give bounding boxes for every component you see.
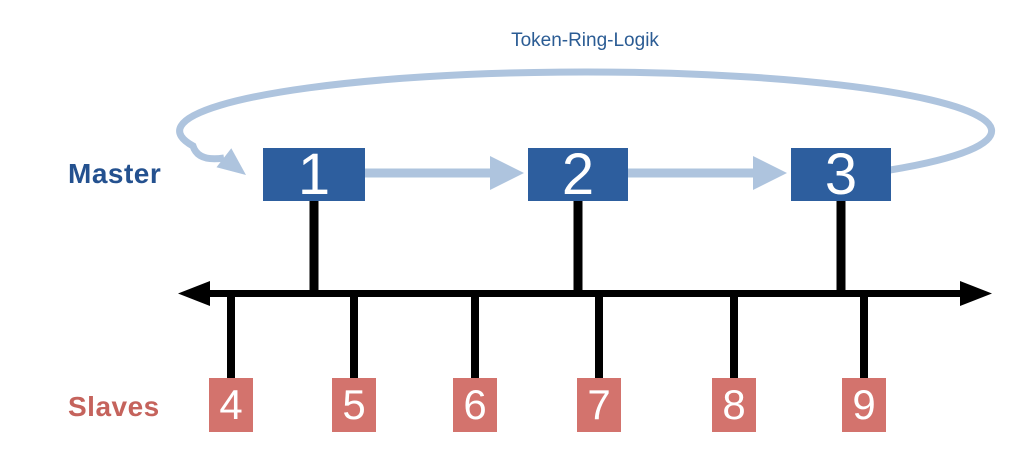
slave-node-4-label: 4: [219, 381, 243, 428]
master-node-3-label: 3: [824, 141, 858, 207]
slave-node-5-label: 5: [342, 381, 366, 428]
token-ring-arrowhead-icon: [216, 148, 246, 175]
token-arrow-2-3-head-icon: [753, 156, 787, 190]
slave-node-5: 5: [332, 378, 376, 432]
bus-arrow-left-icon: [178, 281, 210, 306]
master-node-3: 3: [791, 141, 891, 207]
slave-node-7-label: 7: [587, 381, 611, 428]
slave-node-4: 4: [209, 378, 253, 432]
slave-node-8: 8: [712, 378, 756, 432]
token-arrow-1-2-head-icon: [490, 156, 524, 190]
slave-node-9-label: 9: [852, 381, 876, 428]
master-node-2: 2: [528, 141, 628, 207]
slave-node-6: 6: [453, 378, 497, 432]
master-node-2-label: 2: [561, 141, 595, 207]
slave-node-6-label: 6: [463, 381, 487, 428]
bus-arrow-right-icon: [960, 281, 992, 306]
slaves-row-label: Slaves: [68, 391, 160, 422]
master-node-1-label: 1: [297, 141, 331, 207]
token-ring-arc: [176, 68, 996, 180]
slave-node-8-label: 8: [722, 381, 746, 428]
slave-node-9: 9: [842, 378, 886, 432]
slave-node-7: 7: [577, 378, 621, 432]
master-node-1: 1: [263, 141, 365, 207]
diagram-title: Token-Ring-Logik: [511, 30, 659, 51]
master-row-label: Master: [68, 158, 162, 189]
